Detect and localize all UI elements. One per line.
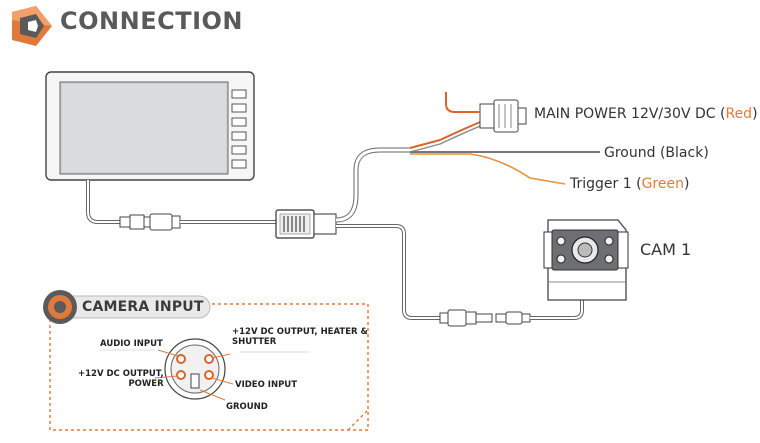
camera-input-title: CAMERA INPUT <box>82 299 204 315</box>
main-power-text: MAIN POWER 12V/30V DC ( <box>534 106 726 122</box>
connection-logo-icon <box>12 6 52 46</box>
pin-video-label: VIDEO INPUT <box>235 380 297 390</box>
camera-connector-icon <box>439 309 531 327</box>
trigger-text: Trigger 1 ( <box>570 176 642 192</box>
main-power-label: MAIN POWER 12V/30V DC (Red) <box>534 106 758 122</box>
pin-power-heater-line2: SHUTTER <box>232 337 277 347</box>
trigger-color: Green <box>641 176 684 192</box>
page-title: CONNECTION <box>60 7 243 35</box>
junction-box <box>275 209 337 239</box>
pin-power-line2: POWER <box>128 379 164 389</box>
trigger-close: ) <box>683 176 690 192</box>
power-plug-icon <box>479 99 527 133</box>
camera-icon <box>543 219 629 301</box>
camera-label: CAM 1 <box>640 240 692 259</box>
pin-power-line1: +12V DC OUTPUT, <box>78 369 164 379</box>
ground-close: ) <box>703 145 709 161</box>
pin-power-heater-label: +12V DC OUTPUT, HEATER & SHUTTER <box>232 327 368 347</box>
pin-audio-label: AUDIO INPUT <box>100 339 163 349</box>
main-power-close: ) <box>752 106 758 122</box>
main-power-color: Red <box>725 106 753 122</box>
ground-label: Ground (Black) <box>604 145 709 161</box>
ground-text: Ground ( <box>604 145 666 161</box>
ground-color: Black <box>665 145 704 161</box>
pin-power-label: +12V DC OUTPUT, POWER <box>78 369 164 389</box>
pin-power-heater-line1: +12V DC OUTPUT, HEATER & <box>232 327 368 337</box>
pin-ground-label: GROUND <box>226 402 268 412</box>
camera-input-badge-icon <box>43 290 77 324</box>
din-plug-icon <box>164 338 226 400</box>
connector-icon <box>119 213 181 231</box>
monitor-icon <box>45 71 255 181</box>
trigger-label: Trigger 1 (Green) <box>570 176 689 192</box>
